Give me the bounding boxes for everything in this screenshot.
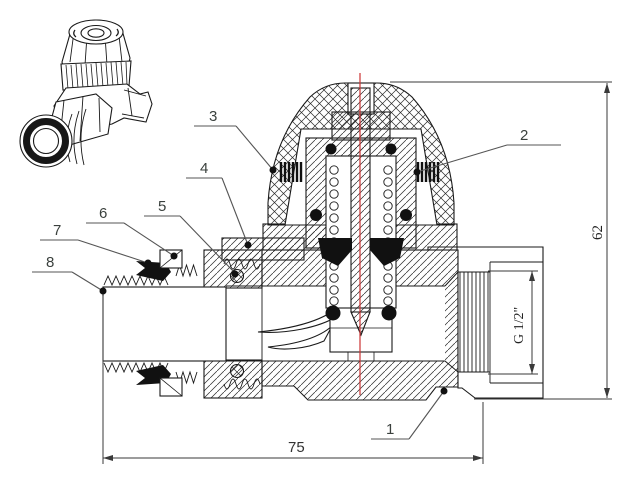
outlet-hex: [427, 246, 544, 399]
callout-8-label: 8: [46, 254, 54, 271]
callout-8: 8: [32, 254, 107, 295]
callout-4: 4: [186, 160, 252, 249]
dimension-height-value: 62: [590, 225, 606, 240]
callout-6: 6: [86, 205, 178, 260]
valve-insert-mechanism: [279, 87, 440, 337]
iso-end-ring: [23, 118, 69, 164]
callout-6-label: 6: [99, 205, 107, 222]
callout-2: 2: [413, 127, 561, 176]
callouts: 1 2 3 4 5 6 7: [32, 108, 561, 440]
callout-2-label: 2: [520, 127, 528, 144]
dimensions: 75 62 G 1/2": [102, 81, 612, 464]
callout-7: 7: [40, 222, 152, 267]
o-ring-seals: [310, 143, 412, 321]
dimension-thread-g12: G 1/2": [488, 270, 538, 375]
dimension-width-value: 75: [288, 439, 305, 456]
callout-1: 1: [371, 387, 448, 440]
dimension-width-75: 75: [102, 296, 484, 464]
cross-section-view: [102, 73, 544, 401]
outlet-thread: [458, 271, 490, 373]
ratchet-spring-left: [279, 162, 303, 182]
callout-1-label: 1: [386, 421, 394, 438]
callout-3: 3: [194, 108, 277, 174]
dimension-thread-value: G 1/2": [512, 307, 527, 344]
tailpiece: [102, 249, 227, 397]
isometric-valve-view: [19, 19, 153, 168]
callout-5-label: 5: [158, 198, 166, 215]
callout-4-label: 4: [200, 160, 208, 177]
callout-5: 5: [144, 198, 239, 278]
dimension-height-62: 62: [390, 81, 612, 400]
callout-7-label: 7: [53, 222, 61, 239]
callout-3-label: 3: [209, 108, 217, 125]
